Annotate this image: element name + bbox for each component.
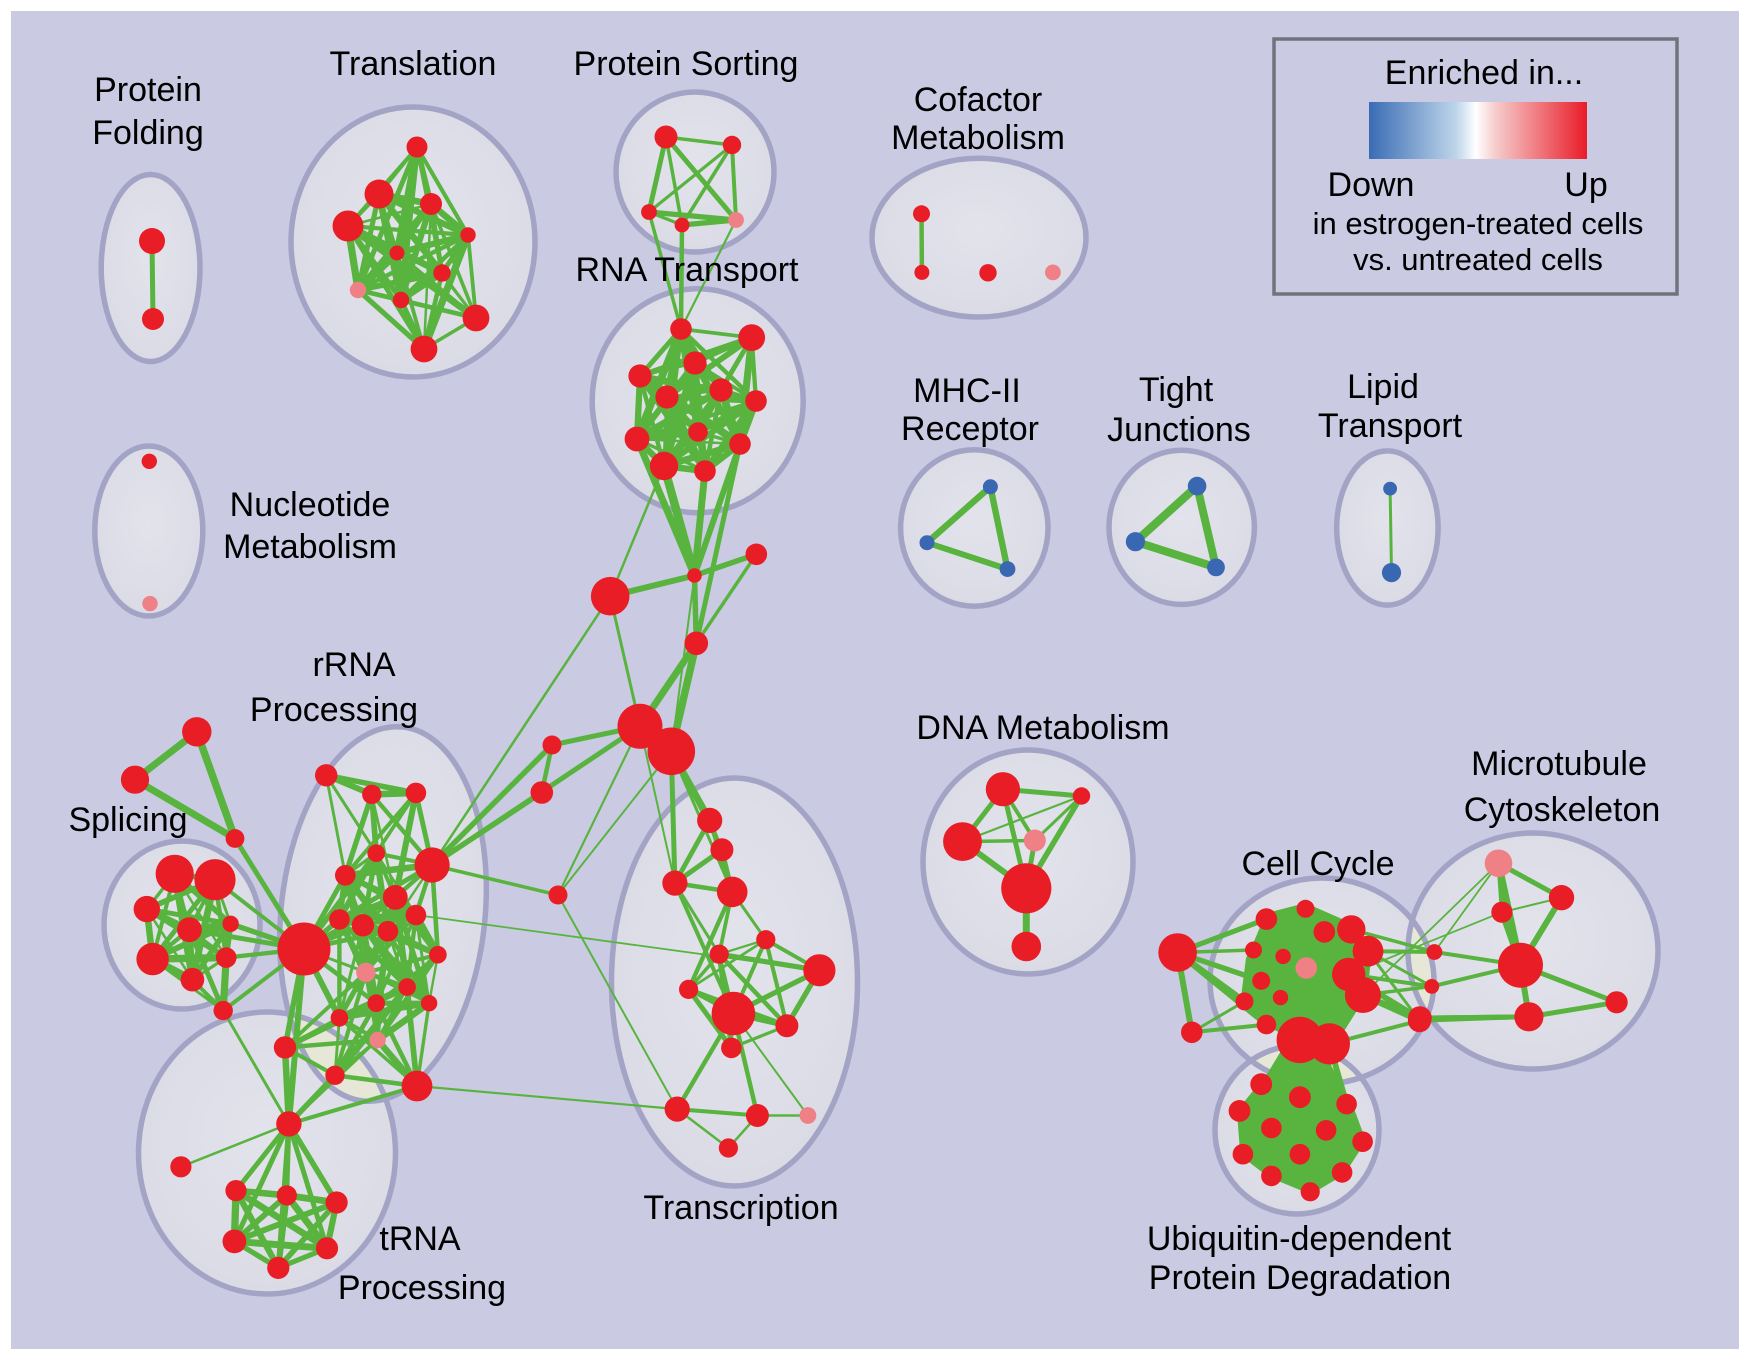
- svg-text:Lipid: Lipid: [1347, 368, 1419, 406]
- svg-text:in estrogen-treated cells: in estrogen-treated cells: [1313, 206, 1644, 241]
- svg-text:Microtubule: Microtubule: [1471, 745, 1647, 783]
- svg-text:Splicing: Splicing: [68, 801, 187, 839]
- svg-text:Cofactor: Cofactor: [914, 81, 1043, 119]
- svg-text:Nucleotide: Nucleotide: [230, 486, 391, 524]
- svg-text:Metabolism: Metabolism: [891, 119, 1065, 157]
- svg-text:Up: Up: [1564, 166, 1607, 204]
- svg-text:Protein Degradation: Protein Degradation: [1149, 1259, 1451, 1297]
- svg-text:Cytoskeleton: Cytoskeleton: [1464, 791, 1661, 829]
- svg-text:Junctions: Junctions: [1107, 411, 1251, 449]
- svg-text:Down: Down: [1328, 166, 1415, 204]
- svg-text:rRNA: rRNA: [312, 646, 395, 684]
- svg-text:Transport: Transport: [1318, 407, 1463, 445]
- svg-text:RNA Transport: RNA Transport: [576, 251, 800, 289]
- svg-text:Metabolism: Metabolism: [223, 528, 397, 566]
- svg-text:Ubiquitin-dependent: Ubiquitin-dependent: [1147, 1220, 1452, 1258]
- svg-text:Transcription: Transcription: [643, 1189, 838, 1227]
- svg-text:Processing: Processing: [338, 1269, 506, 1307]
- svg-text:Enriched in...: Enriched in...: [1385, 54, 1583, 92]
- svg-text:vs. untreated cells: vs. untreated cells: [1353, 242, 1603, 277]
- svg-text:MHC-II: MHC-II: [913, 372, 1021, 410]
- svg-text:Folding: Folding: [92, 114, 204, 152]
- svg-text:Tight: Tight: [1139, 371, 1214, 409]
- svg-text:Protein: Protein: [94, 71, 202, 109]
- svg-text:Processing: Processing: [250, 691, 418, 729]
- svg-text:DNA Metabolism: DNA Metabolism: [916, 709, 1169, 747]
- svg-text:Receptor: Receptor: [901, 410, 1039, 448]
- svg-text:Cell Cycle: Cell Cycle: [1241, 845, 1394, 883]
- svg-text:Translation: Translation: [330, 45, 497, 83]
- svg-text:Protein Sorting: Protein Sorting: [574, 45, 799, 83]
- svg-text:tRNA: tRNA: [379, 1220, 461, 1258]
